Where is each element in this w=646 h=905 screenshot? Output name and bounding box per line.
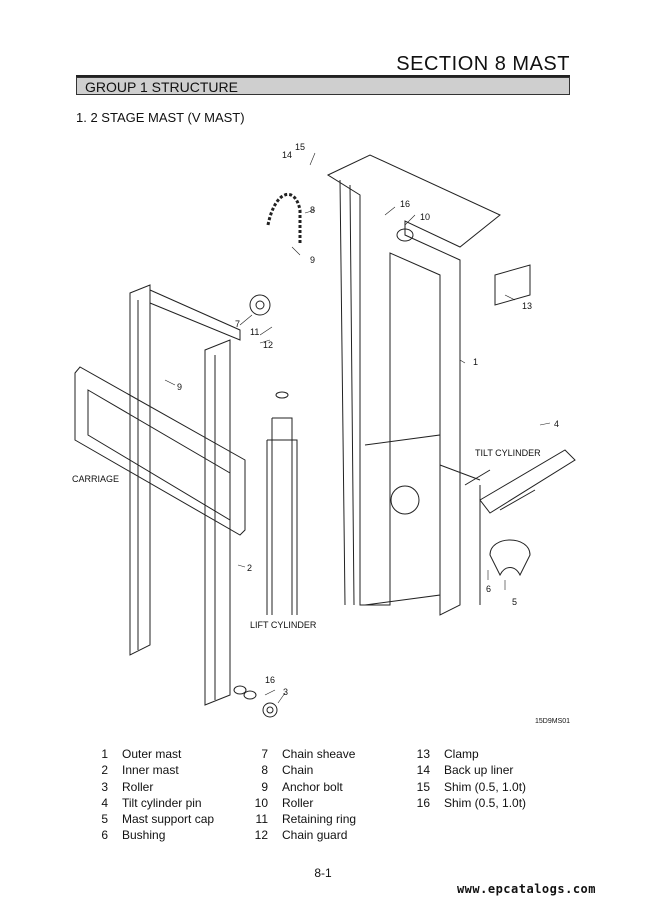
watermark: www.epcatalogs.com: [456, 882, 596, 896]
outer-mast-drawing: [326, 154, 501, 616]
callout-9: 9: [310, 255, 315, 265]
label-tilt-cylinder: TILT CYLINDER: [475, 448, 541, 458]
callout-8: 8: [310, 205, 315, 215]
tilt-cylinder-drawing: [464, 449, 576, 514]
callout-7: 7: [235, 319, 240, 329]
callout-5: 5: [512, 597, 517, 607]
callout-12: 12: [263, 340, 273, 350]
label-lift-cylinder: LIFT CYLINDER: [250, 620, 317, 630]
subtitle: 1. 2 STAGE MAST (V MAST): [76, 110, 245, 125]
callout-14: 14: [282, 150, 292, 160]
callout-9b: 9: [177, 382, 182, 392]
callout-2: 2: [247, 563, 252, 573]
group-title-bar: GROUP 1 STRUCTURE: [76, 77, 570, 95]
callout-13: 13: [522, 301, 532, 311]
callout-16b: 16: [265, 675, 275, 685]
callout-15: 15: [295, 142, 305, 152]
inner-mast-drawing: [129, 284, 231, 706]
diagram-svg: 15 14 8 16 10 9 7 11 12 9 13 1 4 2 6 5 1…: [72, 142, 576, 725]
drawing-code: 15D9MS01: [535, 718, 570, 725]
lift-cylinder-drawing: [266, 417, 298, 615]
label-carriage: CARRIAGE: [72, 474, 119, 484]
section-title: SECTION 8 MAST: [396, 53, 570, 75]
callout-6: 6: [486, 584, 491, 594]
callout-1: 1: [473, 357, 478, 367]
callout-4: 4: [554, 419, 559, 429]
callout-10: 10: [420, 212, 430, 222]
callout-3: 3: [283, 687, 288, 697]
callout-16: 16: [400, 199, 410, 209]
callout-11: 11: [250, 327, 259, 337]
mast-exploded-diagram: 15 14 8 16 10 9 7 11 12 9 13 1 4 2 6 5 1…: [60, 135, 580, 730]
chain-drawing: [266, 192, 302, 245]
page-number: 8-1: [314, 866, 332, 880]
carriage-drawing: [74, 366, 246, 536]
title-rule: [76, 75, 570, 77]
